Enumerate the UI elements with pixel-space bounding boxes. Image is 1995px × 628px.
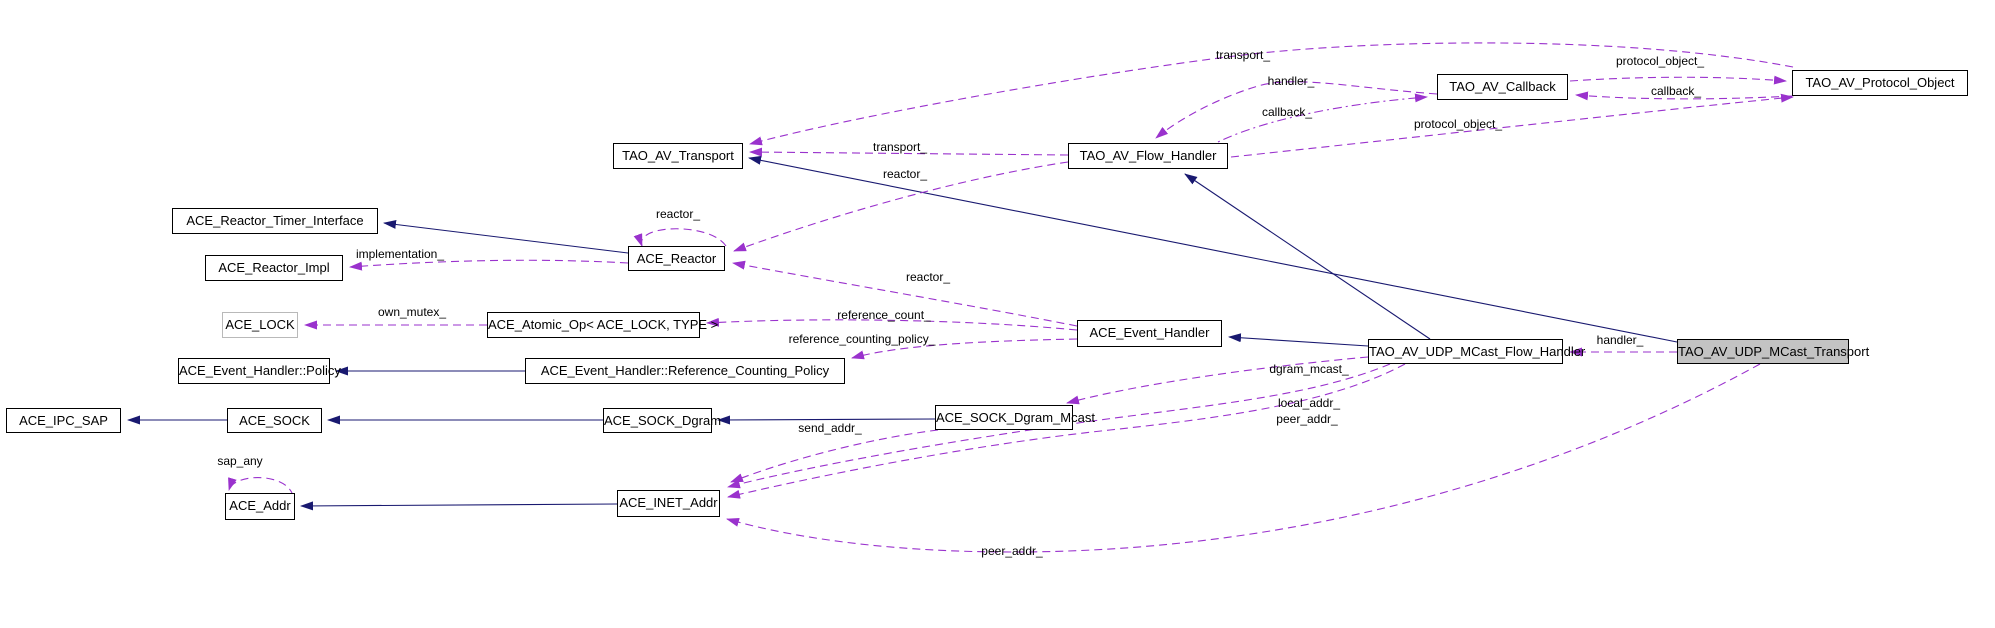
edge-mcast-sendaddr [730,429,939,483]
edge-label-dgram-mcast: dgram_mcast_ [1269,362,1349,376]
class-node-ace-sock-dgram-mcast[interactable]: ACE_SOCK_Dgram_Mcast [935,405,1095,430]
edge-udpflowhandler-peeraddr [727,363,1406,499]
edge-flowhandler-reactor [733,161,1069,252]
class-node-ace-addr[interactable]: ACE_Addr [225,493,295,520]
edge-flowhandler-callback [1217,93,1428,143]
class-node-ace-inet-addr[interactable]: ACE_INET_Addr [617,490,720,517]
edge-label-transport-mid: transport_ [872,140,928,154]
class-node-tao-av-flow-handler[interactable]: TAO_AV_Flow_Handler [1068,143,1228,169]
edge-label-local-addr: local_addr_ [1277,396,1341,410]
edge-label-reference-counting-policy: reference_counting_policy_ [788,332,936,346]
class-node-ace-event-handler-reference-counting-policy[interactable]: ACE_Event_Handler::Reference_Counting_Po… [525,358,845,384]
edge-label-callback-right: callback_ [1650,84,1702,98]
class-node-ace-sock[interactable]: ACE_SOCK [227,408,322,433]
edge-label-handler-top: handler_ [1267,74,1315,88]
edge-reactor-self-loop [633,228,727,247]
edge-label-peer-addr-mid: peer_addr_ [1276,412,1338,426]
edge-protocolobject-transport [749,42,1794,146]
edge-label-reference-count: reference_count_ [837,308,931,322]
class-node-tao-av-udp-mcast-transport[interactable]: TAO_AV_UDP_MCast_Transport [1677,339,1869,364]
edge-callback-handler [1155,81,1438,139]
edge-flowhandler-protocolobject [1230,93,1794,158]
edge-label-own-mutex: own_mutex_ [377,305,447,319]
class-node-ace-lock[interactable]: ACE_LOCK [222,312,298,338]
edge-eventhandler-refcountpolicy [851,338,1078,360]
edge-label-handler-right: handler_ [1596,333,1644,347]
edge-udpflowhandler-to-flowhandler [1184,173,1431,340]
edge-udpflowhandler-to-eventhandler [1228,333,1369,347]
edge-udptransport-to-transport [748,155,1678,343]
edge-mcast-to-dgram [717,415,936,425]
edge-addr-self-loop [228,477,294,497]
edge-label-callback-mid: callback_ [1261,105,1313,119]
class-node-ace-reactor-impl[interactable]: ACE_Reactor_Impl [205,255,343,281]
edge-protocolobject-callback [1575,91,1793,101]
class-node-ace-sock-dgram[interactable]: ACE_SOCK_Dgram [603,408,721,433]
edge-reactor-impl [349,259,629,271]
edge-udpflowhandler-localaddr [727,363,1391,489]
class-node-ace-ipc-sap[interactable]: ACE_IPC_SAP [6,408,121,433]
class-node-ace-atomic-op[interactable]: ACE_Atomic_Op< ACE_LOCK, TYPE > [487,312,718,338]
edge-reactor-to-timer-interface [383,219,629,254]
edge-callback-protocolobject [1569,75,1787,85]
class-node-ace-reactor-timer-interface[interactable]: ACE_Reactor_Timer_Interface [172,208,378,234]
edge-eventhandler-reactor [732,260,1078,327]
edge-eventhandler-refcount [706,317,1078,331]
edge-label-protocol-object-mid: protocol_object_ [1413,117,1503,131]
class-node-tao-av-protocol-object[interactable]: TAO_AV_Protocol_Object [1792,70,1968,96]
edge-label-sap-any: sap_any [217,454,263,468]
edge-label-reactor-flowhandler: reactor_ [882,167,928,181]
class-node-tao-av-callback[interactable]: TAO_AV_Callback [1437,74,1568,100]
edge-inetaddr-to-addr [300,501,618,511]
class-node-ace-reactor[interactable]: ACE_Reactor [628,246,725,271]
class-node-tao-av-udp-mcast-flow-handler[interactable]: TAO_AV_UDP_MCast_Flow_Handler [1368,339,1585,364]
edge-label-reactor-selfloop: reactor_ [655,207,701,221]
edge-label-reactor-eventhandler: reactor_ [905,270,951,284]
class-node-tao-av-transport[interactable]: TAO_AV_Transport [613,143,743,169]
class-node-ace-event-handler[interactable]: ACE_Event_Handler [1077,320,1222,347]
edge-label-transport-top: transport_ [1215,48,1271,62]
edge-label-implementation: implementation_ [355,247,445,261]
class-node-ace-event-handler-policy[interactable]: ACE_Event_Handler::Policy [178,358,341,384]
edge-udptransport-peeraddr [726,363,1761,553]
edge-flowhandler-transport [749,147,1069,157]
edge-label-send-addr: send_addr_ [798,421,862,435]
edge-label-peer-addr-bottom: peer_addr_ [981,544,1043,558]
edge-label-protocol-object-top: protocol_object_ [1615,54,1705,68]
